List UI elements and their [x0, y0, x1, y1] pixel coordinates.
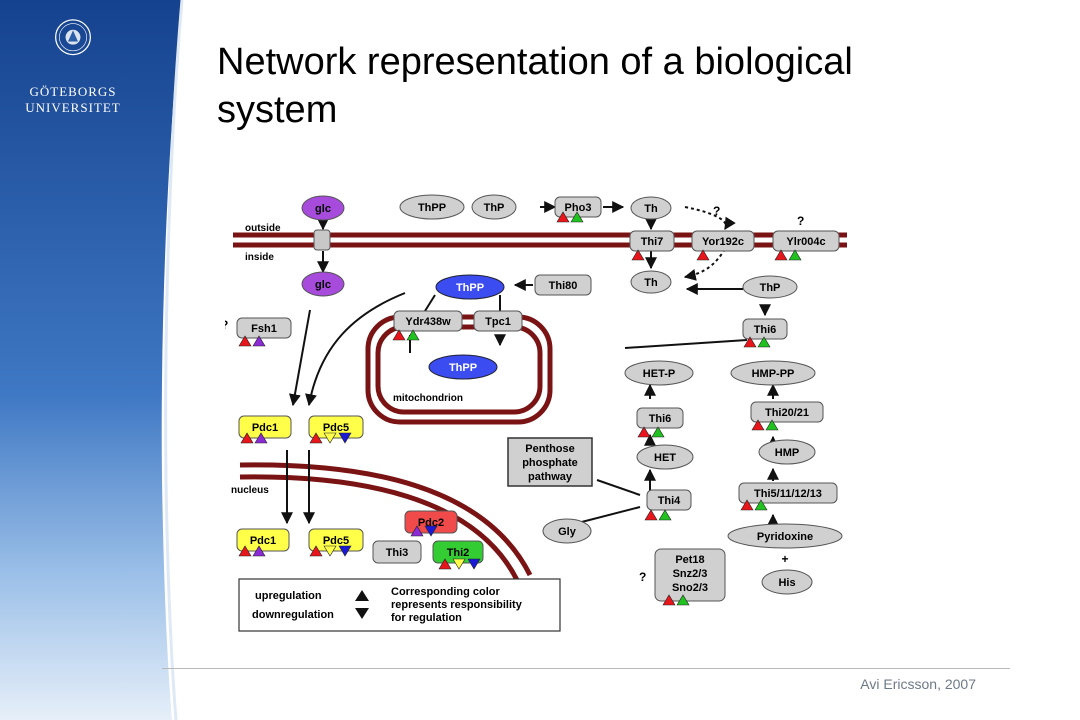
- regulation-markers: [238, 211, 802, 606]
- pdc5-bot-label: Pdc5: [323, 535, 349, 547]
- title-line-1: Network representation of a biological: [217, 41, 853, 83]
- het-p-label: HET-P: [643, 368, 675, 380]
- legend-desc-line1: Corresponding color: [391, 586, 501, 598]
- thi5-label: Thi5/11/12/13: [754, 488, 822, 500]
- pdc1-bot-label: Pdc1: [250, 535, 276, 547]
- glc-inside-label: glc: [315, 279, 331, 291]
- thpp-outside-node: [399, 194, 465, 220]
- thp-inside-label: ThP: [760, 282, 781, 294]
- penthose-box: [507, 437, 593, 487]
- th-outside-label: Th: [644, 203, 658, 215]
- thi6-top-label: Thi6: [754, 324, 777, 336]
- slide-title: Network representation of a biological s…: [217, 38, 1017, 134]
- penthose-line2: phosphate: [522, 457, 578, 469]
- th-outside-node: [630, 196, 672, 220]
- pet18-line1: Pet18: [675, 554, 704, 566]
- his-node: [761, 569, 813, 595]
- thiamine-network-diagram: outside inside mitochondrion nucleus: [225, 194, 847, 632]
- thi2-label: Thi2: [447, 547, 470, 559]
- thp-outside-label: ThP: [484, 202, 505, 214]
- th-inside-label: Th: [644, 277, 658, 289]
- glc-outside-node: [301, 195, 345, 221]
- legend-down-label: downregulation: [252, 609, 334, 621]
- gly-label: Gly: [558, 526, 577, 538]
- th-inside-node: [630, 270, 672, 294]
- fsh1-label: Fsh1: [251, 323, 277, 335]
- thpp-cytosol-label: ThPP: [456, 282, 484, 294]
- glc-inside-node: [301, 271, 345, 297]
- thp-outside-node: [471, 194, 517, 220]
- tpc1-label: Tpc1: [485, 316, 511, 328]
- unknown-mark-ylr004c: ?: [797, 214, 804, 228]
- hmp-node: [758, 439, 816, 465]
- thi3-label: Thi3: [386, 547, 409, 559]
- hmp-pp-label: HMP-PP: [752, 368, 795, 380]
- pdc5-top-label: Pdc5: [323, 422, 349, 434]
- colored-protein-boxes: [236, 415, 484, 564]
- legend-down-icon: [355, 608, 369, 619]
- thi80-label: Thi80: [549, 280, 578, 292]
- thp-inside-node: [742, 275, 798, 299]
- het-label: HET: [654, 452, 676, 464]
- logo-text-line1: GÖTEBORGS: [29, 84, 117, 99]
- ydr438w-label: Ydr438w: [405, 316, 451, 328]
- unknown-mark-fsh1: ?: [225, 318, 228, 332]
- thpp-cytosol-node: [435, 274, 505, 300]
- thi6-mid-label: Thi6: [649, 413, 672, 425]
- pdc2-label: Pdc2: [418, 517, 444, 529]
- unknown-mark-pet18: ?: [639, 570, 646, 584]
- mitochondrion-label: mitochondrion: [393, 393, 463, 404]
- hmp-pp-node: [730, 360, 816, 386]
- logo-text-line2: UNIVERSITET: [25, 100, 121, 115]
- legend: upregulation downregulation Correspondin…: [238, 578, 561, 632]
- thi20-label: Thi20/21: [765, 407, 809, 419]
- legend-up-icon: [355, 590, 369, 601]
- glc-transporter: [313, 229, 331, 251]
- thpp-outside-label: ThPP: [418, 202, 446, 214]
- legend-up-label: upregulation: [255, 590, 322, 602]
- thpp-mito-node: [428, 354, 498, 380]
- glc-outside-label: glc: [315, 203, 331, 215]
- pdc1-top-label: Pdc1: [252, 422, 278, 434]
- thi7-label: Thi7: [641, 236, 664, 248]
- plus-sign: +: [781, 552, 788, 566]
- legend-desc-line3: for regulation: [391, 612, 462, 624]
- protein-boxes: [236, 196, 840, 602]
- pho3-label: Pho3: [565, 202, 592, 214]
- hmp-label: HMP: [775, 447, 799, 459]
- gly-node: [542, 518, 592, 544]
- yor192c-label: Yor192c: [702, 236, 744, 248]
- legend-desc-line2: represents responsibility: [391, 599, 523, 611]
- title-line-2: system: [217, 89, 338, 131]
- footer-divider: [162, 668, 1010, 669]
- his-label: His: [778, 577, 795, 589]
- thi4-label: Thi4: [658, 495, 681, 507]
- het-node: [636, 444, 694, 470]
- author-credit: Avi Ericsson, 2007: [860, 676, 976, 692]
- unknown-mark-yor192c: ?: [713, 204, 720, 218]
- outside-label: outside: [245, 223, 281, 234]
- thpp-mito-label: ThPP: [449, 362, 477, 374]
- ylr004c-label: Ylr004c: [786, 236, 825, 248]
- pet18-line3: Sno2/3: [672, 582, 708, 594]
- pet18-line2: Snz2/3: [673, 568, 708, 580]
- nucleus-label: nucleus: [231, 485, 269, 496]
- pyridoxine-label: Pyridoxine: [757, 531, 813, 543]
- penthose-line3: pathway: [528, 471, 573, 483]
- penthose-line1: Penthose: [525, 443, 575, 455]
- het-p-node: [624, 360, 694, 386]
- university-seal-icon: [55, 19, 91, 56]
- pyridoxine-node: [727, 523, 843, 549]
- inside-label: inside: [245, 252, 274, 263]
